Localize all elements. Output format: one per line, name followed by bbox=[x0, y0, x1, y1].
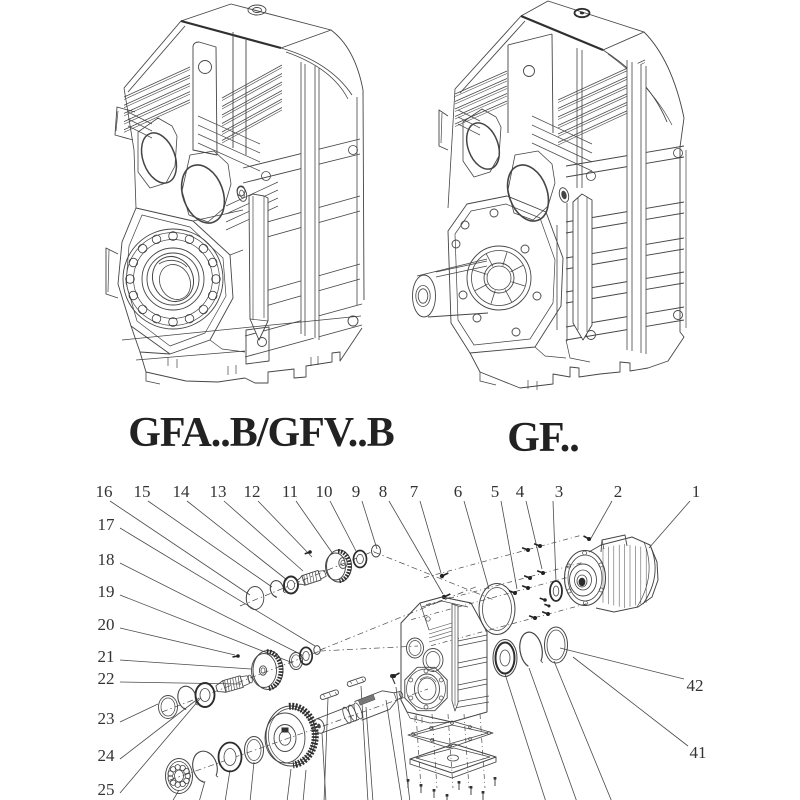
svg-text:24: 24 bbox=[98, 746, 116, 765]
svg-text:GFA..B/GFV..B: GFA..B/GFV..B bbox=[128, 410, 393, 456]
svg-text:25: 25 bbox=[98, 780, 115, 799]
svg-text:19: 19 bbox=[98, 582, 115, 601]
svg-text:15: 15 bbox=[134, 482, 151, 501]
svg-text:1: 1 bbox=[692, 482, 701, 501]
svg-text:14: 14 bbox=[173, 482, 191, 501]
svg-text:20: 20 bbox=[98, 615, 115, 634]
svg-text:42: 42 bbox=[687, 676, 704, 695]
svg-text:GF..: GF.. bbox=[507, 415, 578, 461]
svg-text:4: 4 bbox=[516, 482, 525, 501]
svg-text:21: 21 bbox=[98, 647, 115, 666]
svg-text:23: 23 bbox=[98, 709, 115, 728]
svg-text:17: 17 bbox=[98, 515, 116, 534]
svg-text:3: 3 bbox=[555, 482, 564, 501]
svg-text:41: 41 bbox=[690, 743, 707, 762]
svg-text:16: 16 bbox=[96, 482, 113, 501]
svg-text:2: 2 bbox=[614, 482, 623, 501]
svg-text:22: 22 bbox=[98, 669, 115, 688]
svg-text:8: 8 bbox=[379, 482, 388, 501]
svg-text:9: 9 bbox=[352, 482, 361, 501]
svg-text:11: 11 bbox=[282, 482, 298, 501]
svg-text:5: 5 bbox=[491, 482, 500, 501]
svg-text:13: 13 bbox=[210, 482, 227, 501]
svg-text:10: 10 bbox=[316, 482, 333, 501]
svg-text:7: 7 bbox=[410, 482, 419, 501]
svg-text:6: 6 bbox=[454, 482, 463, 501]
svg-text:12: 12 bbox=[244, 482, 261, 501]
svg-text:18: 18 bbox=[98, 550, 115, 569]
